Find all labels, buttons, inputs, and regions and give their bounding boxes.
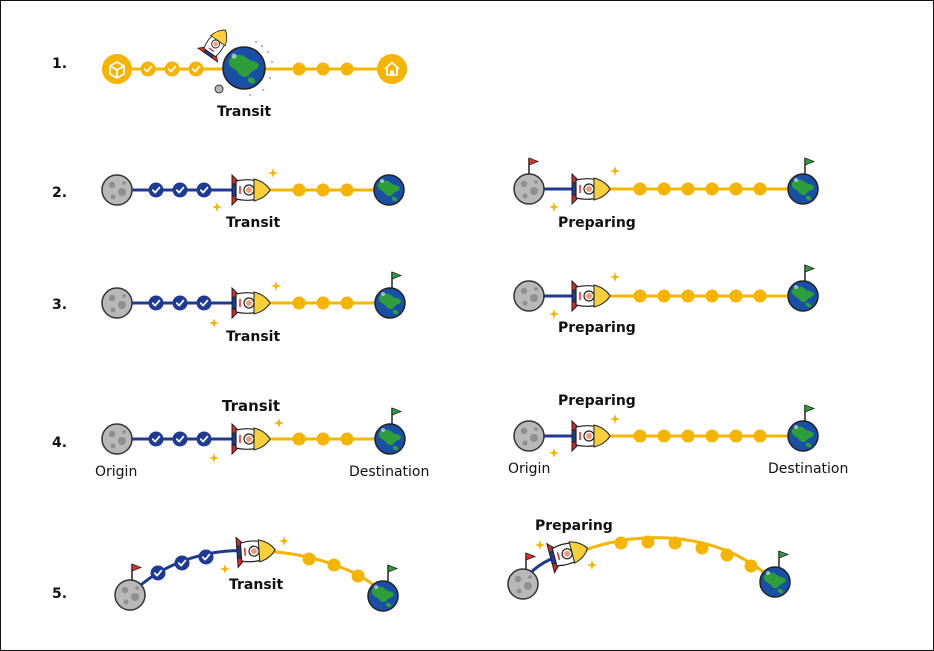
earth-icon — [787, 420, 819, 452]
earth-icon — [222, 46, 266, 90]
moon-icon — [513, 280, 545, 312]
status-label: Transit — [226, 215, 281, 231]
row-2-preparing-tracker — [513, 157, 819, 212]
origin-label: Origin — [508, 461, 551, 477]
earth-icon — [374, 287, 406, 319]
row-4-preparing-tracker — [513, 404, 819, 458]
moon-icon — [507, 568, 539, 600]
moon-icon — [513, 420, 545, 452]
origin-label: Origin — [95, 464, 138, 480]
earth-icon — [759, 566, 791, 598]
destination-label: Destination — [768, 461, 849, 477]
destination-label: Destination — [349, 464, 430, 480]
status-label: Preparing — [558, 215, 636, 231]
flag-icon — [804, 264, 815, 282]
row-5-preparing-tracker — [507, 533, 791, 600]
rocket-icon — [231, 423, 271, 455]
flag-icon — [131, 563, 142, 581]
row-number: 5. — [52, 586, 68, 602]
rocket-icon — [546, 533, 593, 574]
rocket-icon — [571, 420, 611, 452]
flag-icon — [391, 407, 402, 425]
flag-icon — [391, 271, 402, 289]
flag-icon — [804, 404, 815, 422]
rocket-icon — [231, 174, 271, 206]
check-icon — [163, 60, 181, 78]
row-number: 4. — [52, 435, 68, 451]
moon-icon — [101, 423, 133, 455]
row-4-transit-tracker — [101, 407, 406, 463]
flag-icon — [528, 157, 539, 175]
status-label: Transit — [226, 329, 281, 345]
rocket-icon — [235, 534, 277, 569]
earth-icon — [787, 280, 819, 312]
status-label: Preparing — [558, 320, 636, 336]
status-label: Preparing — [535, 518, 613, 534]
status-label: Transit — [229, 577, 284, 593]
earth-icon — [787, 173, 819, 205]
row-1-tracker — [102, 22, 407, 96]
row-number: 3. — [52, 297, 68, 313]
flag-icon — [804, 157, 815, 175]
status-label: Transit — [217, 104, 272, 120]
moon-icon — [101, 174, 133, 206]
row-2-transit-tracker — [101, 168, 405, 212]
earth-icon — [374, 423, 406, 455]
earth-icon — [373, 174, 405, 206]
row-number: 2. — [52, 185, 68, 201]
rocket-icon — [571, 173, 611, 205]
earth-icon — [367, 580, 399, 612]
moon-icon — [513, 173, 545, 205]
row-5-transit-tracker — [114, 534, 399, 612]
moon-icon — [101, 287, 133, 319]
check-icon — [187, 60, 205, 78]
sparkle-icon — [249, 41, 273, 96]
status-label: Transit — [222, 397, 281, 415]
flag-icon — [525, 552, 536, 570]
check-icon — [139, 60, 157, 78]
flag-icon — [387, 564, 398, 582]
home-icon — [377, 54, 407, 84]
row-3-preparing-tracker — [513, 264, 819, 319]
row-number: 1. — [52, 56, 68, 72]
status-label: Preparing — [558, 393, 636, 409]
flag-icon — [778, 550, 789, 568]
moon-icon — [214, 84, 224, 94]
rocket-icon — [231, 287, 271, 319]
row-3-transit-tracker — [101, 271, 406, 328]
rocket-icon — [571, 280, 611, 312]
package-icon — [102, 54, 132, 84]
moon-icon — [114, 579, 146, 611]
